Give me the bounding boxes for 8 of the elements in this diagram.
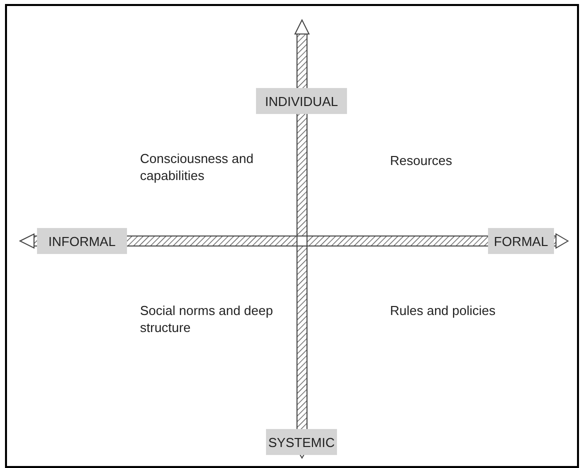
- axis-label: INDIVIDUAL: [256, 88, 347, 114]
- quadrant-label: Rules and policies: [390, 302, 496, 319]
- axis-label: SYSTEMIC: [266, 429, 337, 455]
- axis-label: FORMAL: [488, 228, 554, 254]
- quadrant-label: Resources: [390, 152, 452, 169]
- quadrant-label: Consciousness and capabilities: [140, 150, 254, 184]
- quadrant-label: Social norms and deep structure: [140, 302, 274, 336]
- axis-label: INFORMAL: [37, 228, 127, 254]
